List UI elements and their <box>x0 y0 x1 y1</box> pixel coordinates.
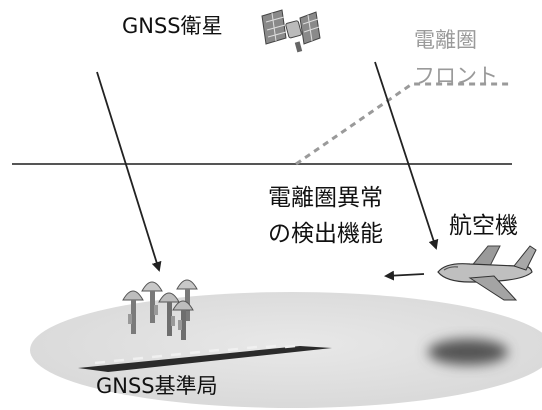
aircraft-direction-arrow <box>384 270 425 281</box>
antenna-icon <box>122 279 198 340</box>
ionosphere-front-dashed <box>295 82 510 166</box>
anomaly-detection-label-line2: の検出機能 <box>268 221 383 247</box>
anomaly-detection-label: 電離圏異常 の検出機能 <box>268 180 383 252</box>
signal-arrow-to-aircraft <box>374 61 439 250</box>
signal-arrow-to-base <box>96 71 162 272</box>
runway <box>78 344 332 372</box>
airplane-icon <box>437 245 537 301</box>
satellite-icon <box>261 9 321 53</box>
anomaly-detection-label-line1: 電離圏異常 <box>268 185 383 211</box>
ionosphere-front-label-line2: フロント <box>414 64 498 88</box>
aircraft-label: 航空機 <box>449 213 518 239</box>
ionosphere-front-label-line1: 電離圏 <box>414 28 477 52</box>
ionosphere-front-label: 電離圏 フロント <box>414 22 498 94</box>
gnss-base-station-label: GNSS基準局 <box>96 374 218 398</box>
aircraft-shadow <box>428 339 508 365</box>
gnss-satellite-label: GNSS衛星 <box>122 14 223 38</box>
